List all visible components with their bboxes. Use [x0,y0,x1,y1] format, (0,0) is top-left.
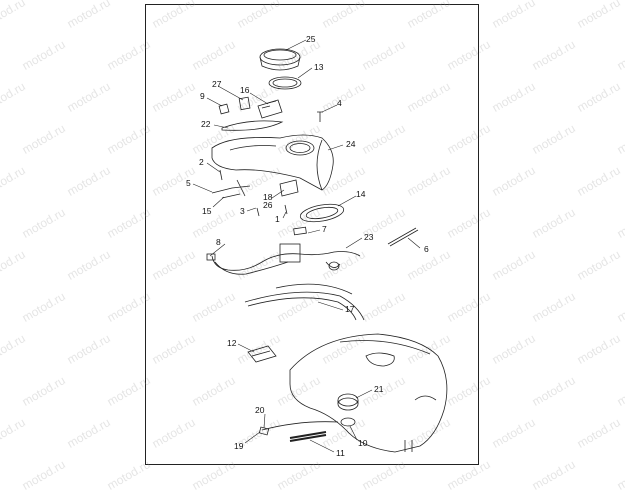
wiring-harness [206,243,361,275]
callout-2: 2 [199,157,204,167]
trim-plate [221,120,284,131]
callout-15: 15 [202,206,212,216]
callout-6: 6 [424,244,429,254]
rear-bracket [247,345,277,363]
callout-5: 5 [186,178,191,188]
diagram-frame [145,4,479,465]
relay-unit [279,179,299,197]
callout-9: 9 [200,91,205,101]
spring-hose [289,431,327,442]
callout-10: 10 [358,438,368,448]
callout-21: 21 [374,384,384,394]
connector-block [293,226,307,236]
exploded-view-diagram: 25 13 27 16 9 4 22 24 2 5 18 26 14 15 3 … [186,34,448,458]
screw [317,111,323,122]
callout-1: 1 [275,214,280,224]
fuel-tank [289,333,448,453]
callout-4: 4 [337,98,342,108]
callout-labels: 25 13 27 16 9 4 22 24 2 5 18 26 14 15 3 … [186,34,429,458]
callout-13: 13 [314,62,324,72]
speedometer-gauge [259,48,301,71]
screw-small [256,207,260,217]
callout-22: 22 [201,119,211,129]
callout-19: 19 [234,441,244,451]
tank-trim-strip [244,283,365,321]
callout-16: 16 [240,85,250,95]
callout-7: 7 [322,224,327,234]
callout-12: 12 [227,338,237,348]
gauge-gasket-ring [268,76,302,90]
callout-25: 25 [306,34,316,44]
callout-26: 26 [263,200,273,210]
fuel-cap [337,393,359,411]
callout-8: 8 [216,237,221,247]
callout-3: 3 [240,206,245,216]
support-rod [387,227,419,247]
leader-lines [192,39,421,453]
callout-11: 11 [336,448,345,458]
screw-small-2 [284,204,288,215]
mounting-bracket [211,185,251,199]
callout-23: 23 [364,232,374,242]
callout-14: 14 [356,189,366,199]
callout-18: 18 [263,192,273,202]
callout-27: 27 [212,79,222,89]
hose-clamp [258,426,270,436]
cap-ring [340,417,356,427]
tank-console-housing [211,134,334,191]
screw-left [219,169,223,181]
callout-20: 20 [255,405,265,415]
callout-24: 24 [346,139,356,149]
switch-block [257,99,283,119]
fuel-gauge-ring [299,203,345,223]
callout-17: 17 [345,304,355,314]
bracket-part [238,96,251,111]
vent-hose [261,421,339,431]
clip-part [218,103,230,115]
